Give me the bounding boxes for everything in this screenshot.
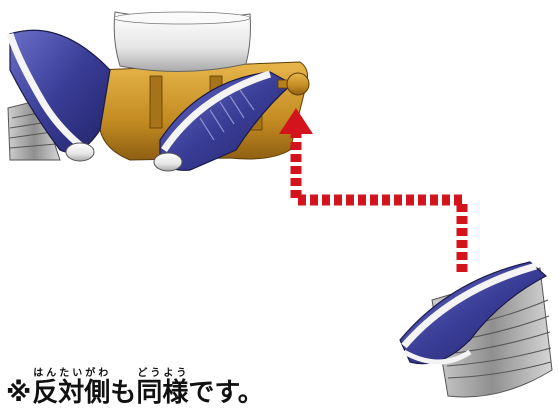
- furigana-opposite-side: はんたいがわ: [32, 368, 111, 379]
- loose-armor-piece: [399, 261, 553, 398]
- gold-post: [149, 75, 163, 129]
- ending-desu: です。: [188, 378, 264, 408]
- dashed-up-arrow-icon: [279, 108, 468, 272]
- furigana-same: どうよう: [136, 368, 189, 379]
- gold-knob: [286, 72, 310, 96]
- word-opposite-side: 反対側はんたいがわ: [32, 368, 111, 408]
- waist-armor-assembly: [6, 11, 310, 172]
- same-on-other-side-note: ※ 反対側はんたいがわ も 同様どうよう です。: [6, 368, 264, 410]
- word-same: 同様どうよう: [136, 368, 189, 408]
- particle-mo: も: [110, 378, 137, 408]
- reference-mark: ※: [6, 378, 32, 408]
